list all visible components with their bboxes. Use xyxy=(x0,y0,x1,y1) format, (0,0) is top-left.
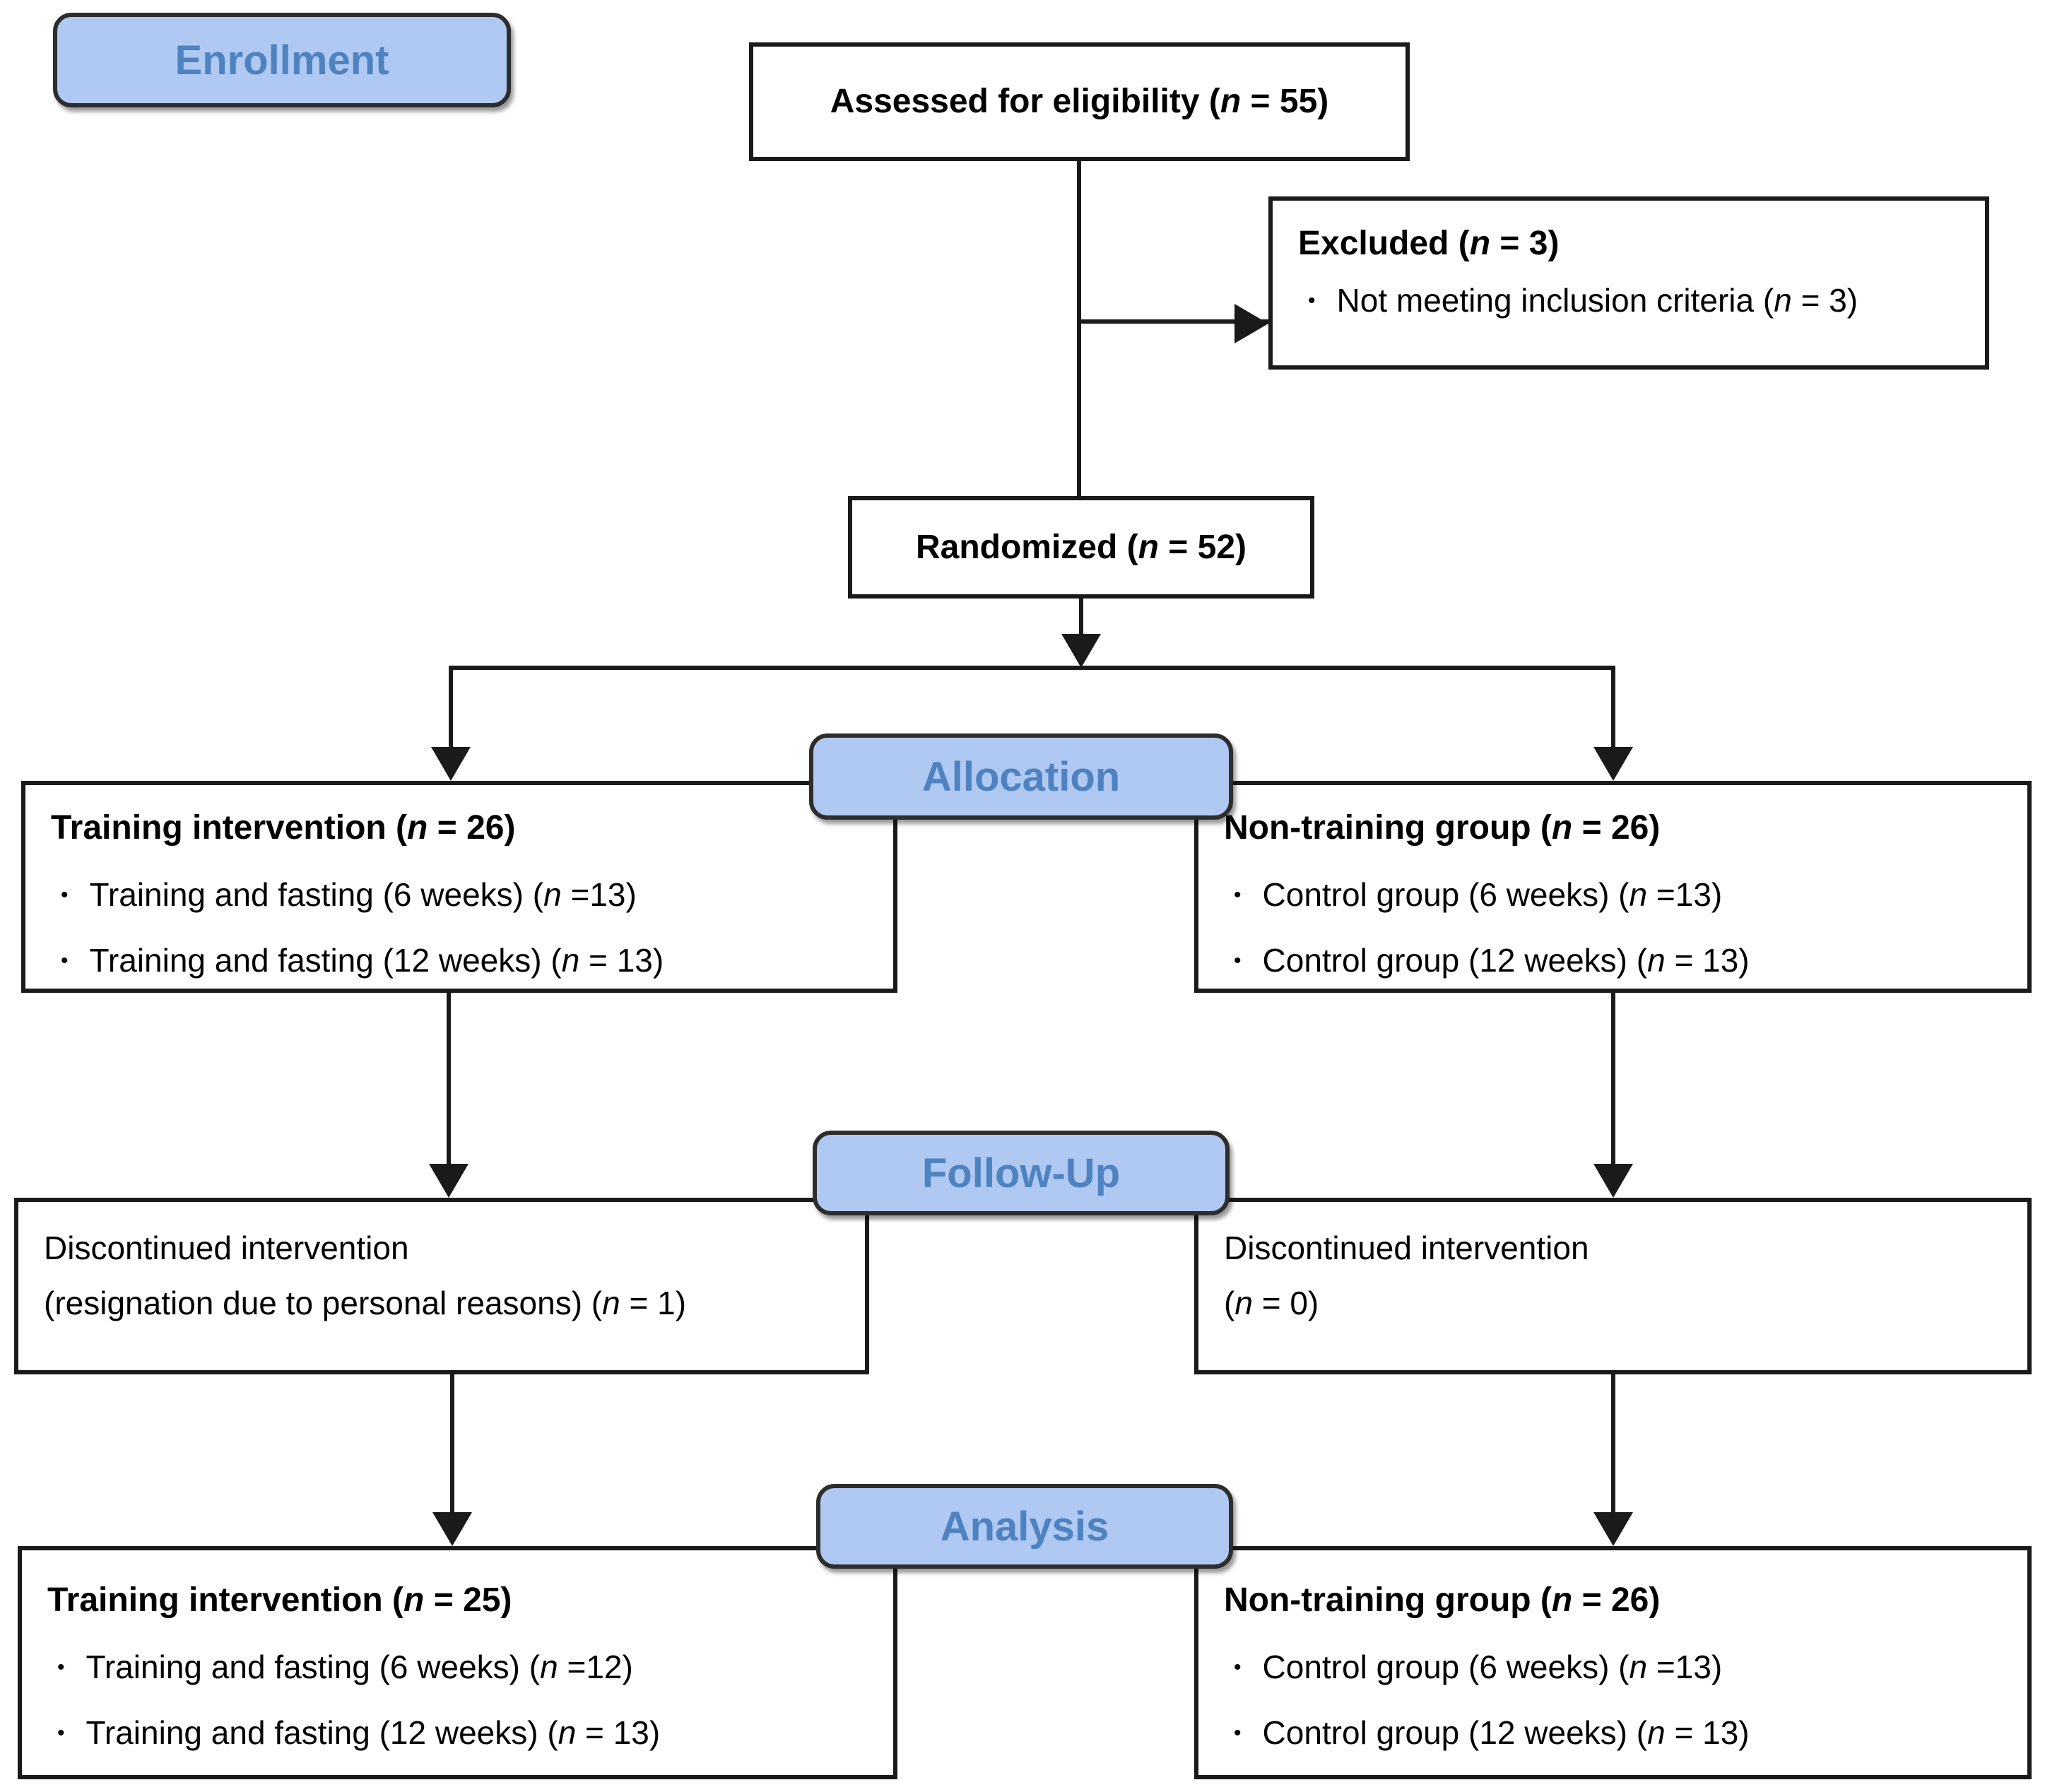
analysis-control-bullet: • Control group (6 weeks) (n =13) xyxy=(1224,1649,2002,1686)
allocation-training-bullet: • Training and fasting (12 weeks) (n = 1… xyxy=(51,943,868,979)
assessed-text: Assessed for eligibility (n = 55) xyxy=(830,83,1329,121)
arrowhead-analysis-right-icon xyxy=(1593,1512,1633,1546)
excluded-bullet-text: Not meeting inclusion criteria (n = 3) xyxy=(1336,281,1858,319)
bullet-icon: • xyxy=(1234,883,1242,907)
randomized-text: Randomized (n = 52) xyxy=(915,528,1247,566)
connector-split-horizontal xyxy=(451,666,1615,670)
allocation-training-bullet: • Training and fasting (6 weeks) (n =13) xyxy=(51,876,868,914)
allocation-control-bullet: • Control group (6 weeks) (n =13) xyxy=(1224,876,2002,914)
stage-badge-followup-label: Follow-Up xyxy=(921,1150,1121,1196)
allocation-control-bullet: • Control group (12 weeks) (n = 13) xyxy=(1224,943,2002,979)
allocation-training-bullet-text: Training and fasting (12 weeks) (n = 13) xyxy=(89,942,664,979)
analysis-control-bullet-text: Control group (6 weeks) (n =13) xyxy=(1262,1648,1723,1685)
bullet-icon: • xyxy=(57,1721,65,1745)
allocation-control-box: Non-training group (n = 26) • Control gr… xyxy=(1194,781,2032,993)
excluded-title: Excluded (n = 3) xyxy=(1298,225,1560,262)
analysis-control-title: Non-training group (n = 26) xyxy=(1224,1581,1661,1619)
randomized-box: Randomized (n = 52) xyxy=(848,496,1314,599)
arrowhead-followup-left-icon xyxy=(429,1164,468,1198)
stage-badge-allocation-label: Allocation xyxy=(921,753,1121,800)
connector-randomized-down xyxy=(1079,599,1083,636)
followup-training-line: Discontinued intervention xyxy=(44,1230,409,1266)
arrowhead-allocation-left-icon xyxy=(431,747,471,781)
bullet-icon: • xyxy=(1234,949,1242,973)
stage-badge-analysis: Analysis xyxy=(816,1484,1233,1569)
analysis-training-bullet: • Training and fasting (6 weeks) (n =12) xyxy=(47,1649,868,1686)
allocation-control-bullet-text: Control group (6 weeks) (n =13) xyxy=(1262,876,1723,913)
allocation-training-title: Training intervention (n = 26) xyxy=(51,809,516,847)
excluded-bullet: • Not meeting inclusion criteria (n = 3) xyxy=(1298,281,1959,319)
followup-training-line: (resignation due to personal reasons) (n… xyxy=(44,1284,687,1321)
stage-badge-followup: Follow-Up xyxy=(813,1131,1230,1215)
allocation-training-box: Training intervention (n = 26) • Trainin… xyxy=(21,781,897,993)
connector-alloc-left-to-followup xyxy=(447,993,451,1167)
analysis-training-title: Training intervention (n = 25) xyxy=(47,1581,512,1619)
bullet-icon: • xyxy=(1234,1721,1242,1745)
stage-badge-enrollment: Enrollment xyxy=(53,13,511,107)
connector-assessed-to-randomized xyxy=(1077,161,1081,496)
allocation-control-title: Non-training group (n = 26) xyxy=(1224,809,1661,847)
stage-badge-allocation: Allocation xyxy=(809,733,1233,820)
analysis-training-bullet-text: Training and fasting (12 weeks) (n = 13) xyxy=(86,1714,661,1752)
connector-split-right-drop xyxy=(1611,666,1615,750)
stage-badge-enrollment-label: Enrollment xyxy=(175,37,389,83)
bullet-icon: • xyxy=(1308,288,1316,312)
allocation-training-bullet-text: Training and fasting (6 weeks) (n =13) xyxy=(89,876,637,913)
connector-followup-right-to-analysis xyxy=(1611,1374,1615,1516)
bullet-icon: • xyxy=(57,1655,65,1679)
allocation-control-bullet-text: Control group (12 weeks) (n = 13) xyxy=(1262,942,1750,979)
connector-branch-to-excluded xyxy=(1077,319,1268,324)
followup-control-line: (n = 0) xyxy=(1224,1284,1319,1321)
connector-split-left-drop xyxy=(449,666,453,750)
analysis-control-box: Non-training group (n = 26) • Control gr… xyxy=(1194,1546,2032,1779)
followup-training-box: Discontinued intervention (resignation d… xyxy=(14,1198,869,1374)
followup-control-box: Discontinued intervention (n = 0) xyxy=(1194,1198,2032,1374)
connector-alloc-right-to-followup xyxy=(1611,993,1615,1167)
analysis-control-bullet-text: Control group (12 weeks) (n = 13) xyxy=(1262,1714,1750,1752)
connector-followup-left-to-analysis xyxy=(450,1374,454,1516)
bullet-icon: • xyxy=(61,949,69,973)
assessed-box: Assessed for eligibility (n = 55) xyxy=(749,42,1410,161)
excluded-box: Excluded (n = 3) • Not meeting inclusion… xyxy=(1268,196,1989,370)
stage-badge-analysis-label: Analysis xyxy=(940,1503,1109,1550)
bullet-icon: • xyxy=(1234,1655,1242,1679)
analysis-training-bullet: • Training and fasting (12 weeks) (n = 1… xyxy=(47,1715,868,1752)
bullet-icon: • xyxy=(61,883,69,907)
analysis-control-bullet: • Control group (12 weeks) (n = 13) xyxy=(1224,1715,2002,1752)
analysis-training-box: Training intervention (n = 25) • Trainin… xyxy=(18,1546,897,1779)
arrowhead-allocation-right-icon xyxy=(1593,747,1633,781)
arrowhead-split-icon xyxy=(1061,634,1101,668)
analysis-training-bullet-text: Training and fasting (6 weeks) (n =12) xyxy=(86,1648,633,1685)
arrowhead-followup-right-icon xyxy=(1593,1164,1633,1198)
followup-control-line: Discontinued intervention xyxy=(1224,1230,1589,1266)
arrowhead-analysis-left-icon xyxy=(432,1512,472,1546)
arrowhead-excluded-icon xyxy=(1234,304,1268,343)
